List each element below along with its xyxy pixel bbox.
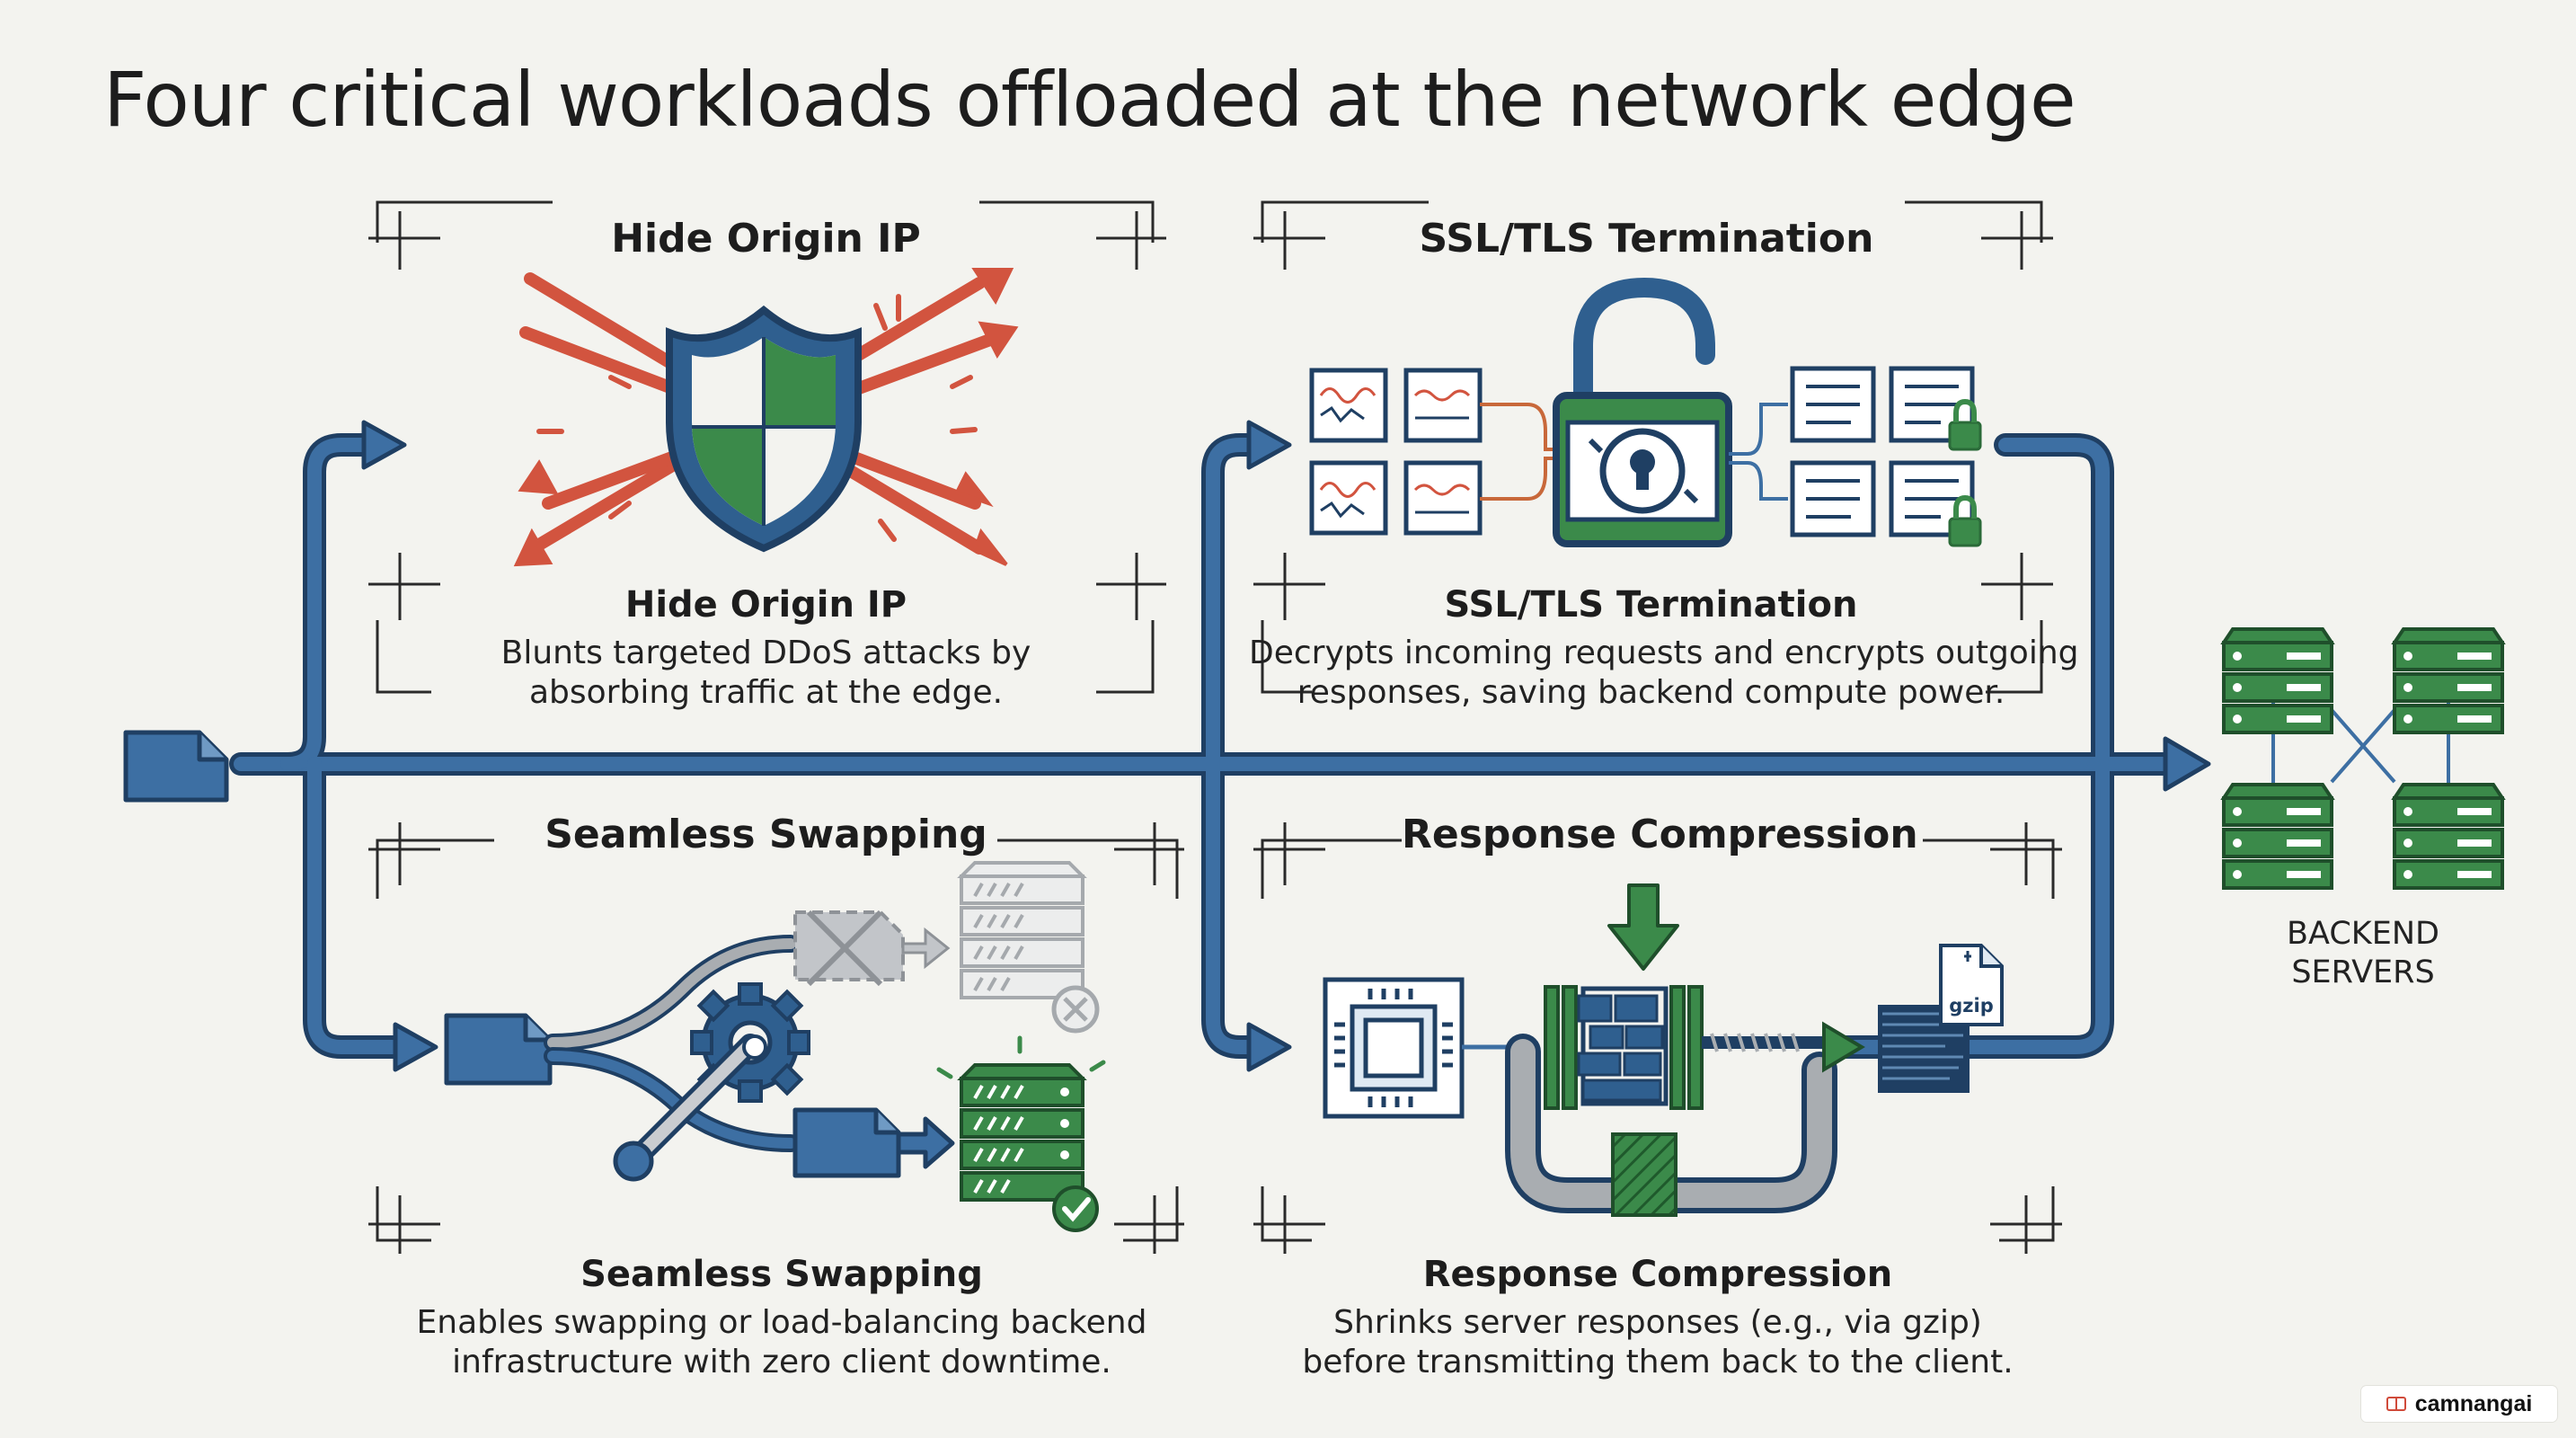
compression-caption-line-1: Shrinks server responses (e.g., via gzip… — [1333, 1304, 1982, 1341]
gzip-file-icon: gzip — [1939, 944, 2004, 1026]
shield-icon — [666, 305, 862, 553]
online-server-icon — [957, 1063, 1087, 1202]
flow-arrowheads — [361, 420, 2211, 1072]
hide-origin-caption-line-1: Blunts targeted DDoS attacks by — [500, 635, 1031, 671]
blocked-packet-icon — [793, 910, 951, 987]
panel-frame-hide-origin — [368, 200, 1166, 694]
packet-connectors — [1480, 403, 1563, 501]
book-icon — [2386, 1397, 2406, 1411]
client-document-icon — [123, 730, 229, 803]
panel-frame-ssl-tls — [1253, 200, 2053, 694]
gzip-file-label: gzip — [1949, 995, 1994, 1016]
compression-caption-line-2: before transmitting them back to the cli… — [1302, 1344, 2014, 1380]
backend-server-rack-icon — [2220, 627, 2506, 890]
ssl-tls-caption-line-1: Decrypts incoming requests and encrypts … — [1249, 635, 2079, 671]
backend-server-details — [2233, 652, 2492, 879]
cpu-chip-icon — [1323, 977, 1465, 1119]
decrypted-documents-icon — [1790, 366, 1975, 537]
backend-servers-label-line-2: SERVERS — [2291, 954, 2435, 990]
clamp-compressor-icon — [1505, 985, 1865, 1217]
offline-server-icon — [957, 861, 1087, 999]
small-lock-icons — [1948, 398, 1982, 547]
compression-down-arrow-icon — [1607, 883, 1679, 971]
encrypted-packets-icon — [1309, 368, 1483, 536]
online-check-icon — [1052, 1185, 1099, 1232]
compression-caption-title: Response Compression — [1422, 1254, 1893, 1295]
document-text-lines — [1806, 385, 1959, 519]
hide-origin-heading: Hide Origin IP — [611, 216, 921, 262]
server-active-sparks — [936, 1035, 1106, 1079]
panel-frame-compression — [1253, 822, 2062, 1254]
offline-x-icon — [1051, 985, 1100, 1034]
decrypted-connectors — [1729, 403, 1788, 501]
flow-pipes — [229, 433, 2182, 1059]
ssl-tls-heading: SSL/TLS Termination — [1419, 216, 1874, 262]
ssl-tls-caption-line-2: responses, saving backend compute power. — [1297, 674, 2005, 711]
padlock-icon — [1553, 277, 1732, 547]
watermark-label: camnangai — [2414, 1390, 2533, 1416]
encrypted-packets-noise — [1319, 387, 1471, 519]
ssl-tls-caption-title: SSL/TLS Termination — [1444, 584, 1858, 626]
swapping-caption-title: Seamless Swapping — [580, 1254, 983, 1295]
swapping-heading: Seamless Swapping — [544, 812, 987, 857]
panel-frame-swapping — [368, 822, 1184, 1254]
wrench-lever-icon — [613, 1034, 767, 1182]
page-title: Four critical workloads offloaded at the… — [103, 56, 2076, 144]
routed-packet-icon — [792, 1107, 955, 1178]
hide-origin-caption-title: Hide Origin IP — [624, 584, 907, 626]
swap-request-document-icon — [444, 1013, 553, 1086]
watermark-badge: camnangai — [2361, 1386, 2557, 1422]
swapping-caption-line-1: Enables swapping or load-balancing backe… — [416, 1304, 1147, 1341]
swapping-caption-line-2: infrastructure with zero client downtime… — [452, 1344, 1111, 1380]
compression-heading: Response Compression — [1402, 812, 1918, 857]
backend-servers-label-line-1: BACKEND — [2287, 916, 2439, 952]
hide-origin-caption-line-2: absorbing traffic at the edge. — [528, 674, 1004, 711]
impact-sparks — [536, 294, 978, 542]
